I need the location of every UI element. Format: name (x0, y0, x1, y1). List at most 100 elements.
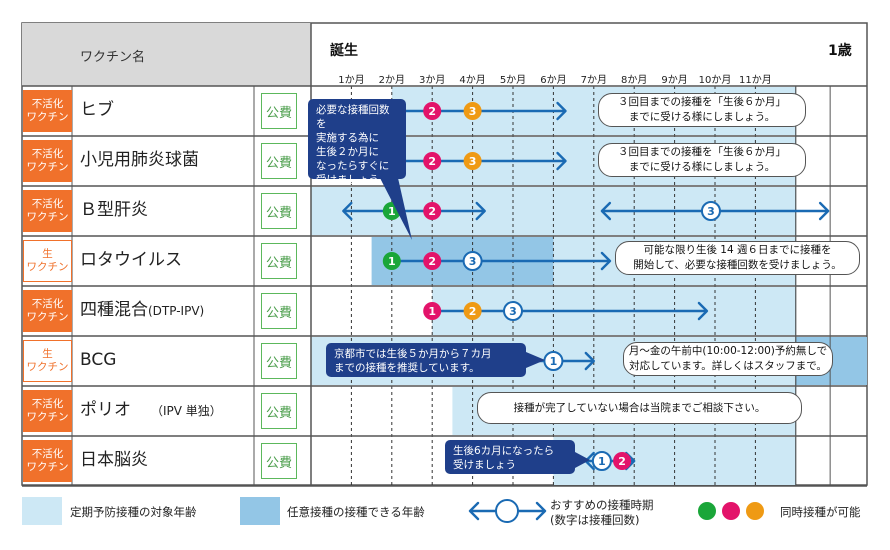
month-label-3: 3か月 (419, 75, 446, 86)
vaccine-type-badge: 不活化 ワクチン (23, 140, 72, 182)
vaccine-subname: （IPV 単独） (151, 404, 222, 418)
legend-simultaneous-label: 同時接種が可能 (780, 505, 861, 519)
dose-circle-4-3 (503, 301, 523, 321)
month-label-7: 7か月 (580, 75, 607, 86)
range-head-right-2-0 (475, 201, 486, 221)
vaccine-type-badge: 生 ワクチン (23, 240, 72, 282)
legend-orange-dot (746, 502, 764, 520)
dose-number-5-1: 1 (550, 355, 558, 368)
vaccine-type-badge: 不活化 ワクチン (23, 390, 72, 432)
header-bg-left (22, 23, 311, 86)
month-label-10: 10か月 (698, 75, 732, 86)
range-head-right-5-0 (584, 351, 595, 371)
dose-circle-7-1 (591, 451, 612, 471)
birth-label: 誕生 (330, 43, 358, 59)
range-head-left-2-0 (342, 201, 353, 221)
vaccine-name: 小児用肺炎球菌 (80, 150, 199, 170)
month-label-1: 1か月 (338, 75, 365, 86)
month-label-11: 11か月 (739, 75, 772, 86)
vaccine-name: ロタウイルス (80, 250, 182, 270)
public-funding-badge: 公費 (261, 293, 297, 329)
vaccine-type-badge: 不活化 ワクチン (23, 290, 72, 332)
dose-number-1-3: 3 (469, 155, 477, 168)
callout-jenc-pointer (575, 452, 590, 468)
note-hib: ３回目までの接種を「生後６か月」 までに受ける様にしましょう。 (598, 93, 806, 127)
public-funding-badge: 公費 (261, 143, 297, 179)
dose-number-0-2: 2 (428, 105, 436, 118)
arrow-head-0-0 (556, 101, 567, 121)
legend-pink-dot (722, 502, 740, 520)
vaccine-type-badge: 不活化 ワクチン (23, 90, 72, 132)
dose-number-4-3: 3 (509, 305, 517, 318)
callout-bcg-pointer (526, 352, 545, 368)
dose-circle-4-1 (423, 302, 442, 320)
vaccine-name: 日本脳炎 (80, 450, 148, 470)
month-label-6: 6か月 (540, 75, 567, 86)
arrow-head-1-0 (556, 151, 567, 171)
dose-number-3-2: 2 (428, 255, 436, 268)
dose-number-7-1: 1 (598, 455, 606, 468)
legend-regular-swatch (22, 497, 62, 525)
public-funding-badge: 公費 (261, 343, 297, 379)
legend-regular-label: 定期予防接種の対象年齢 (70, 505, 197, 519)
legend-arrow-head-right (535, 501, 547, 521)
month-label-2: 2か月 (378, 75, 405, 86)
dose-circle-0-3 (463, 102, 482, 120)
month-label-4: 4か月 (459, 75, 486, 86)
legend-arrow-head-left (468, 501, 480, 521)
range-head-right-2-1 (818, 201, 830, 221)
dose-circle-3-3 (462, 251, 483, 271)
legend-green-dot (698, 502, 716, 520)
month-label-5: 5か月 (499, 75, 527, 86)
legend-dose-circle (495, 499, 519, 523)
dose-number-1-2: 2 (428, 155, 436, 168)
dose-number-4-2: 2 (469, 305, 477, 318)
range-head-left-2-1 (600, 201, 612, 221)
dose-number-4-1: 1 (428, 305, 436, 318)
dose-circle-2-3 (700, 201, 721, 221)
callout-bcg: 京都市では生後５か月から７カ月 までの接種を推奨しています。 (326, 343, 526, 377)
dose-circle-0-2 (423, 102, 442, 120)
dose-number-2-3: 3 (707, 205, 715, 218)
note-polio: 接種が完了していない場合は当院までご相談下さい。 (477, 392, 802, 424)
dose-circle-1-3 (463, 152, 482, 170)
vaccine-name: Ｂ型肝炎 (80, 200, 148, 220)
callout-japanese-encephalitis: 生後6カ月になったら 受けましょう (445, 440, 575, 474)
public-funding-badge: 公費 (261, 393, 297, 429)
vaccine-subname: (DTP-IPV) (148, 304, 205, 318)
dose-number-7-2: 2 (618, 455, 626, 468)
dose-number-2-2: 2 (428, 205, 436, 218)
dose-number-3-3: 3 (469, 255, 477, 268)
arrow-head-3-0 (600, 251, 612, 271)
month-label-8: 8か月 (621, 75, 648, 86)
note-pneumo: ３回目までの接種を「生後６か月」 までに受ける様にしましょう。 (598, 143, 806, 177)
public-funding-badge: 公費 (261, 193, 297, 229)
vaccine-name: ポリオ（IPV 単独） (80, 400, 222, 420)
dose-number-0-3: 3 (469, 105, 477, 118)
vaccine-type-badge: 生 ワクチン (23, 340, 72, 382)
legend-optional-label: 任意接種の接種できる年齢 (287, 505, 425, 519)
dose-circle-4-2 (463, 302, 482, 320)
public-funding-badge: 公費 (261, 443, 297, 479)
dose-circle-1-2 (423, 152, 442, 170)
public-funding-badge: 公費 (261, 93, 297, 129)
note-bcg: 月～金の午前中(10:00-12:00)予約無しで 対応しています。詳しくはスタ… (623, 342, 833, 376)
callout-start-at-2-months: 必要な接種回数を 実施する為に 生後２か月に なったらすぐに 受けましょう。 (308, 99, 406, 186)
dose-number-2-1: 1 (388, 205, 396, 218)
dose-circle-2-2 (423, 202, 442, 220)
vaccine-column-header: ワクチン名 (80, 50, 146, 65)
note-rota: 可能な限り生後 14 週６日までに接種を 開始して、必要な接種回数を受けましょう… (615, 241, 860, 275)
callout-start-pointer (380, 178, 412, 240)
arrow-head-4-0 (697, 301, 709, 321)
vaccine-type-badge: 不活化 ワクチン (23, 190, 72, 232)
dose-circle-7-2 (613, 452, 632, 470)
dose-circle-3-1 (382, 252, 401, 270)
one-year-label: 1歳 (828, 43, 852, 59)
public-funding-badge: 公費 (261, 243, 297, 279)
month-label-9: 9か月 (661, 75, 688, 86)
vaccine-name: BCG (80, 350, 117, 370)
vaccine-name: 四種混合(DTP-IPV) (80, 300, 205, 320)
vaccine-name: ヒブ (80, 100, 114, 120)
legend-optional-swatch (240, 497, 280, 525)
dose-circle-3-2 (423, 252, 442, 270)
